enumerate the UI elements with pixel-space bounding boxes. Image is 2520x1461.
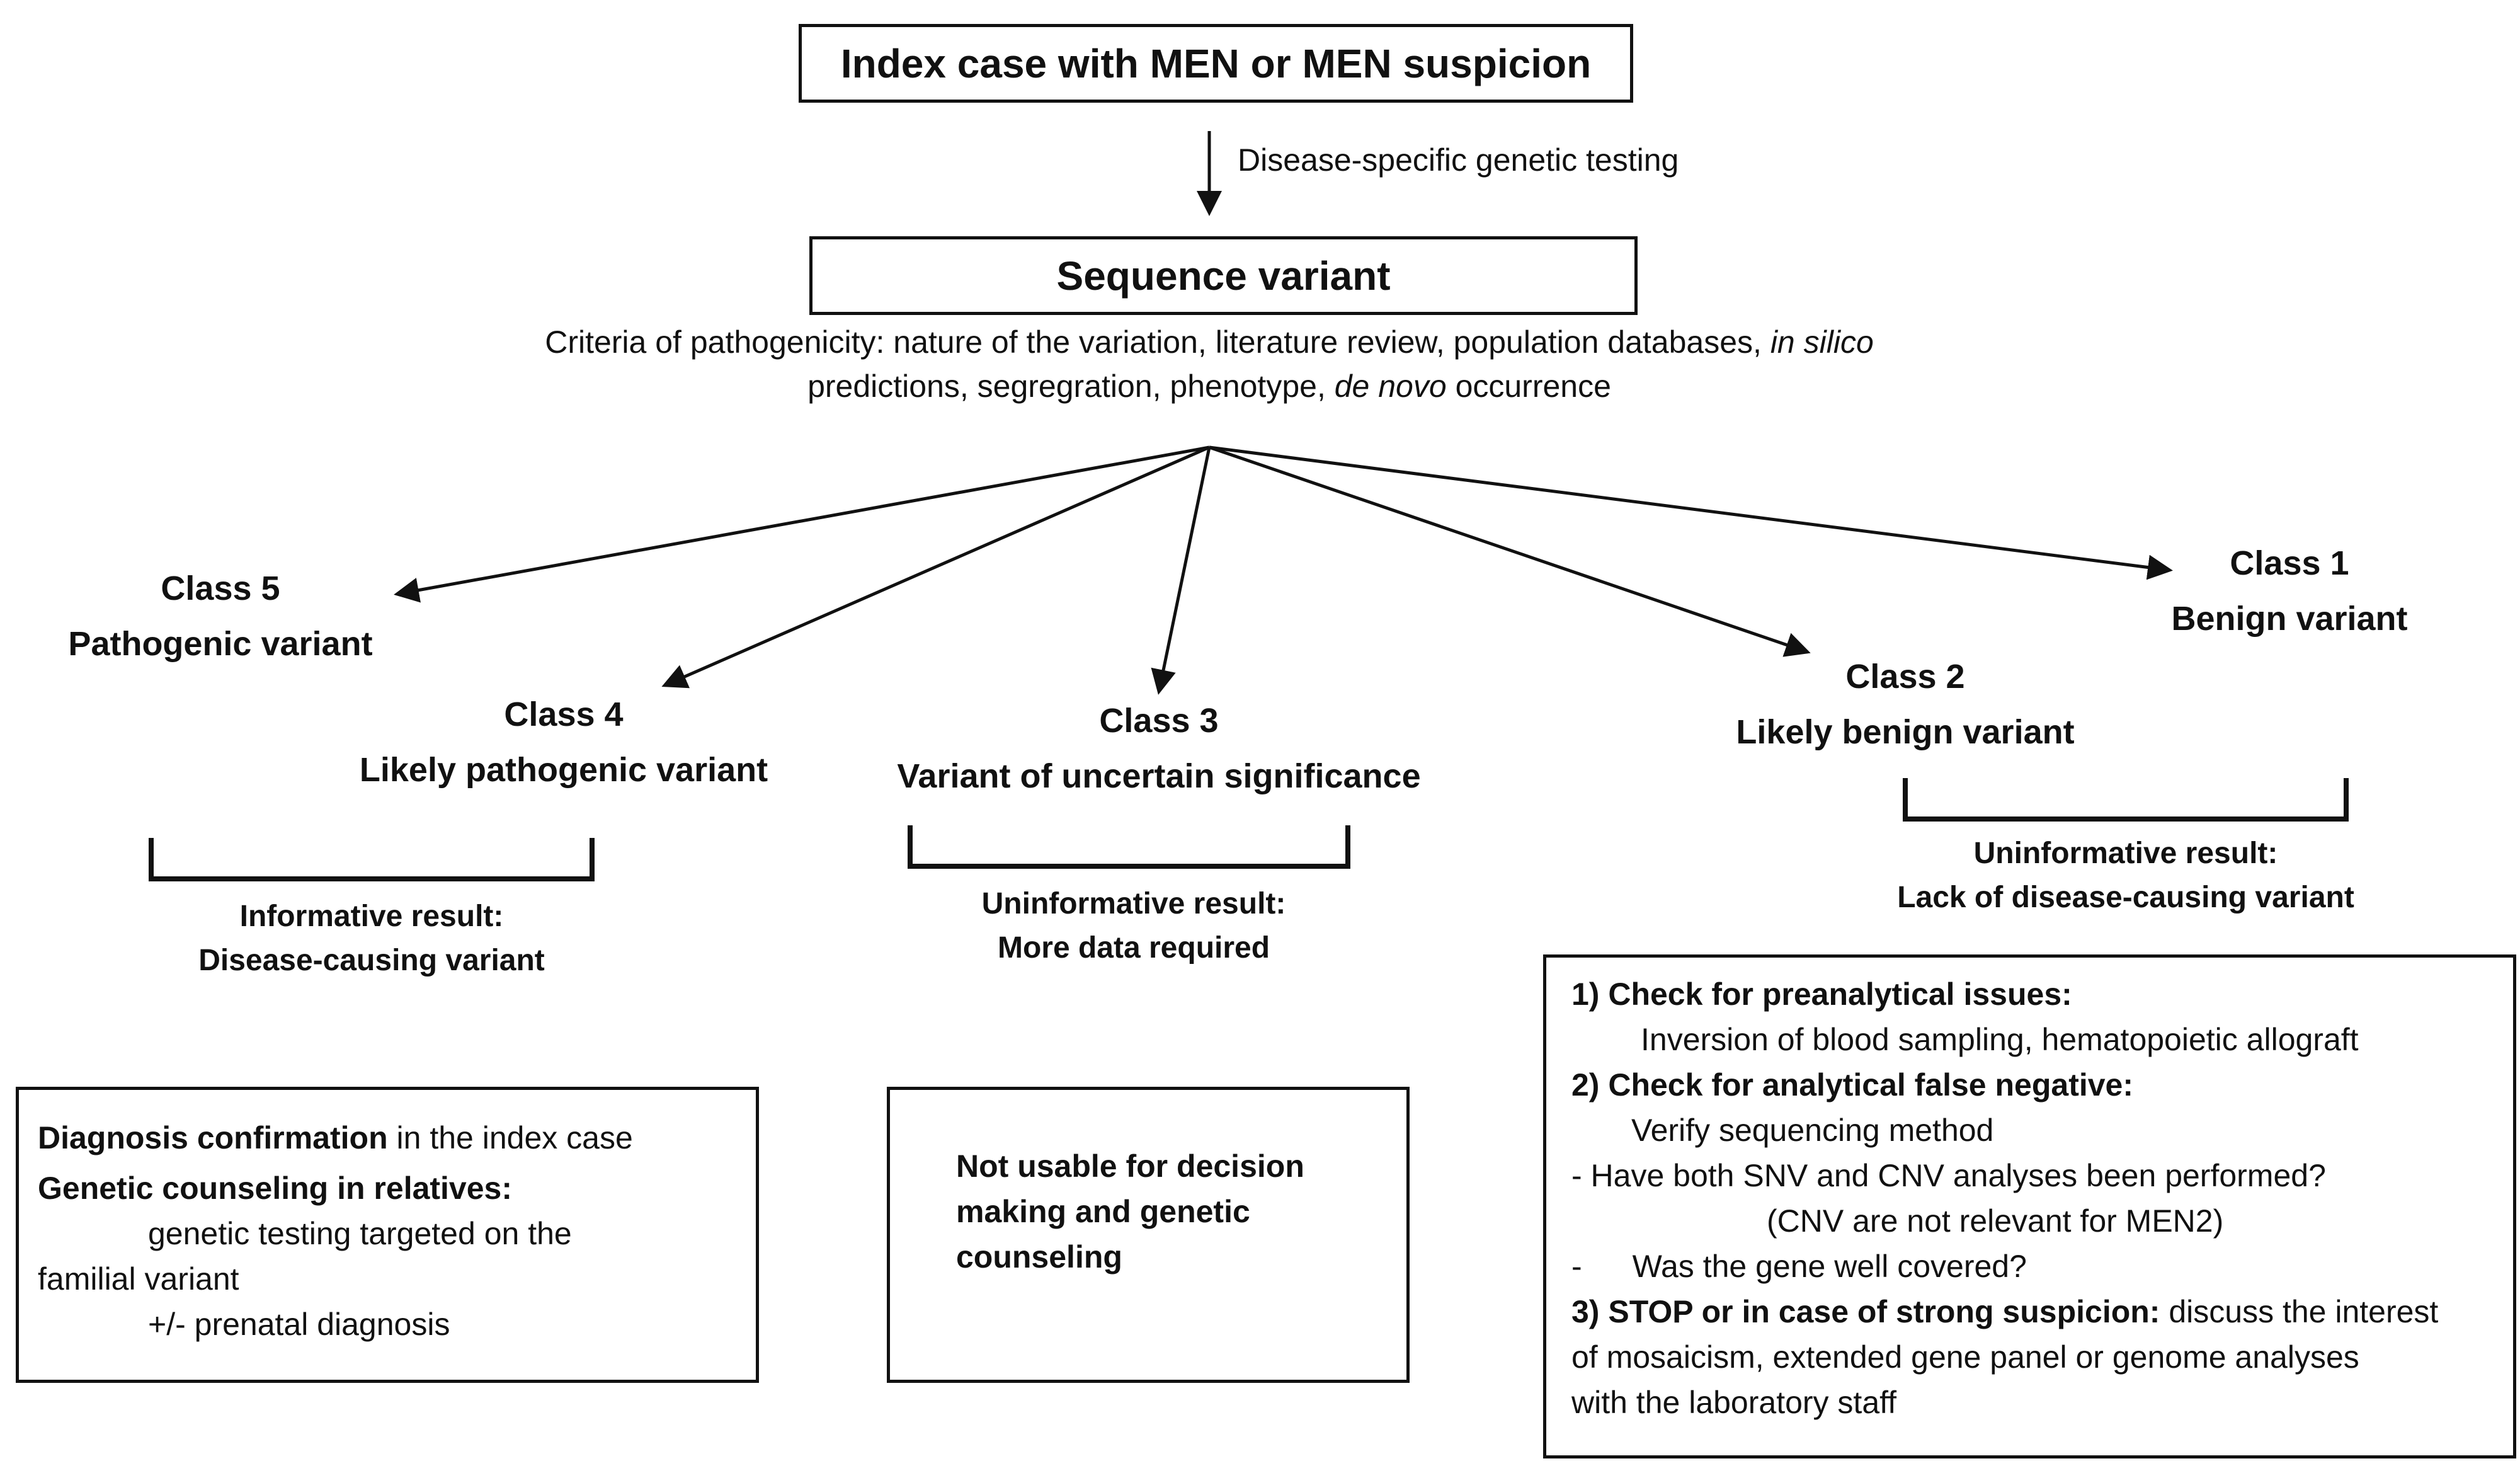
preanalytical-heading: 1) Check for preanalytical issues: [1571, 977, 2072, 1012]
arrow-to-class4 [661, 445, 1211, 689]
index-case-box: Index case with MEN or MEN suspicion [799, 24, 1633, 103]
genetic-counseling-heading: Genetic counseling in relatives: [38, 1171, 513, 1206]
criteria-line-2: predictions, segregration, phenotype, de… [807, 369, 1611, 404]
informative-action-box: Diagnosis confirmation in the index case… [16, 1087, 759, 1383]
sequence-variant-box: Sequence variant [809, 236, 1638, 315]
benign-action-box: 1) Check for preanalytical issues: Inver… [1543, 954, 2516, 1458]
testing-label: Disease-specific genetic testing [1238, 142, 1679, 178]
arrow-to-class5 [394, 445, 1210, 603]
criteria-line-1: Criteria of pathogenicity: nature of the… [545, 324, 1874, 360]
benign-result: Uninformative result: Lack of disease-ca… [1897, 837, 2354, 914]
familial-variant-line: familial variant [38, 1261, 239, 1297]
bracket-class2-class1 [1903, 778, 2349, 822]
arrow-to-class3 [1151, 447, 1211, 695]
sequence-variant-title: Sequence variant [1056, 253, 1391, 299]
arrow-to-class2 [1209, 445, 1811, 657]
preanalytical-text: Inversion of blood sampling, hematopoiet… [1641, 1022, 2359, 1057]
index-case-title: Index case with MEN or MEN suspicion [840, 40, 1592, 86]
laboratory-staff-line: with the laboratory staff [1571, 1385, 1897, 1420]
prenatal-diagnosis-line: +/- prenatal diagnosis [148, 1307, 450, 1342]
bracket-class3 [908, 825, 1350, 869]
class2-label: Class 2 Likely benign variant [1736, 658, 2075, 751]
uncertain-action-box: Not usable for decision making and genet… [887, 1087, 1410, 1383]
class4-label: Class 4 Likely pathogenic variant [359, 696, 768, 789]
class3-label: Class 3 Variant of uncertain significanc… [897, 702, 1421, 795]
criteria-text: Criteria of pathogenicity: nature of the… [340, 320, 2078, 408]
class1-label: Class 1 Benign variant [2171, 544, 2408, 638]
stop-line: 3) STOP or in case of strong suspicion: … [1571, 1294, 2439, 1329]
bracket-class5-class4 [149, 838, 595, 881]
cnv-note: (CNV are not relevant for MEN2) [1767, 1203, 2224, 1239]
class5-label: Class 5 Pathogenic variant [68, 570, 373, 663]
sequencing-method-line: Verify sequencing method [1631, 1113, 1994, 1148]
uncertain-result: Uninformative result: More data required [981, 887, 1286, 965]
coverage-question: -Was the gene well covered? [1571, 1249, 2027, 1284]
not-usable-line-3: counseling [956, 1239, 1122, 1275]
snv-cnv-question: - Have both SNV and CNV analyses been pe… [1571, 1158, 2326, 1193]
arrow-to-class1 [1209, 445, 2173, 580]
targeted-testing-line: genetic testing targeted on the [148, 1216, 572, 1251]
not-usable-line-2: making and genetic [956, 1194, 1250, 1229]
diagnosis-confirmation-line: Diagnosis confirmation in the index case [38, 1120, 633, 1155]
not-usable-line-1: Not usable for decision [956, 1149, 1304, 1184]
mosaicism-line: of mosaicism, extended gene panel or gen… [1571, 1339, 2359, 1375]
analytical-heading: 2) Check for analytical false negative: [1571, 1067, 2134, 1103]
informative-result: Informative result: Disease-causing vari… [198, 900, 545, 977]
